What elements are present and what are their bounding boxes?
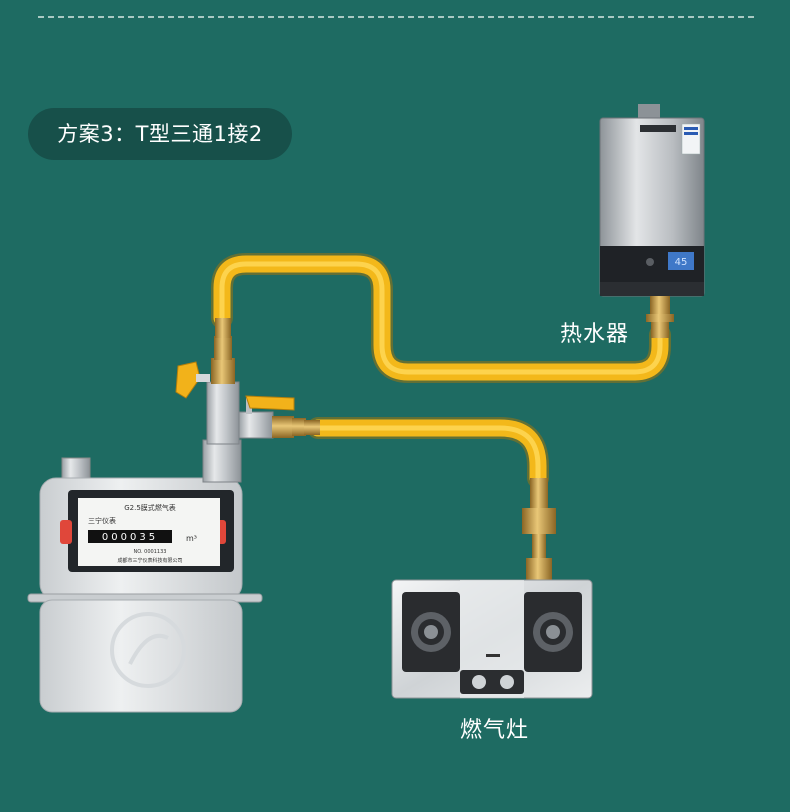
meter-unit: m³ [186,534,197,543]
meter-reading: 000035 [102,532,158,543]
meter-maker: 成都市三宁仪表科技有限公司 [117,557,182,564]
gas-stove-label: 燃气灶 [460,718,530,743]
stove-connector [522,478,556,582]
plan-title-badge: 方案3：T型三通1接2 [28,108,292,160]
water-heater-label: 热水器 [560,322,630,347]
meter-brand-text: 三宁仪表 [88,516,116,525]
water-heater: 45 [599,104,705,338]
gas-meter: G2.5膜式燃气表 三宁仪表 000035 m³ NO. 0001133 成都市… [27,457,263,713]
tee-fitting [175,318,320,483]
meter-model-text: G2.5膜式燃气表 [124,503,176,512]
meter-number: NO. 0001133 [134,549,167,555]
gas-stove [391,579,593,699]
heater-display: 45 [675,257,688,268]
top-dashed-divider [38,16,754,18]
gas-hoses [211,253,671,489]
